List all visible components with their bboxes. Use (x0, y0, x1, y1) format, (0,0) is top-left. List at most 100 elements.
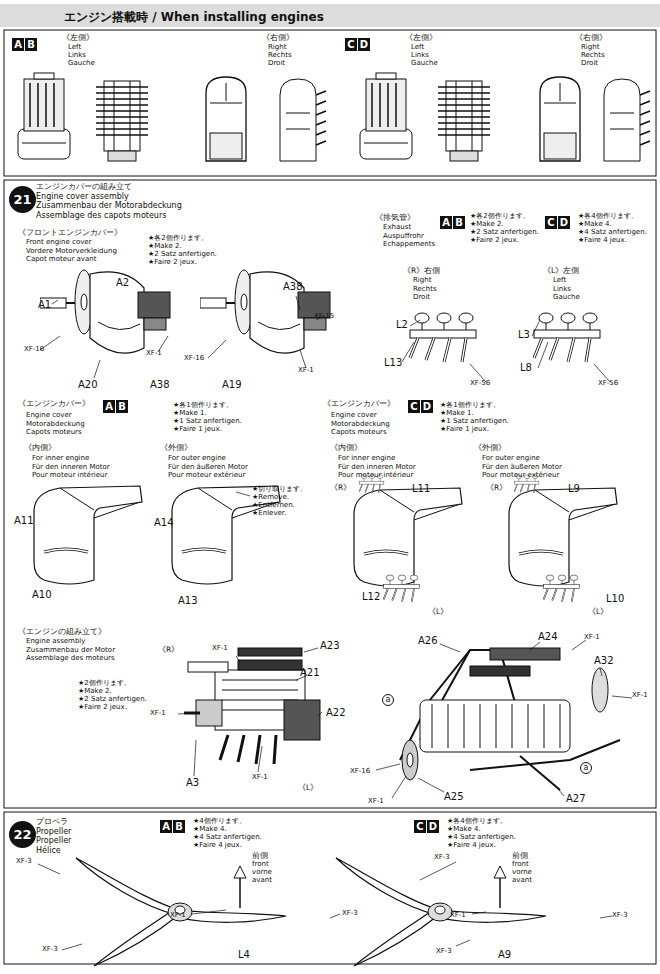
note-text: Right (268, 44, 286, 51)
note-text: front (252, 861, 269, 868)
note-text: Zusammenbau der Motor (26, 647, 115, 654)
note-text: 《エンジンカバー》 (323, 400, 395, 408)
note-text: XF-1 (632, 692, 648, 699)
step-heading: Assemblage des capots moteurs (36, 212, 166, 220)
note-text: ★4 Satz anfertigen. (193, 834, 262, 841)
note-text: ★Make 2. (78, 688, 112, 695)
note-text: ★Enlever. (252, 510, 286, 517)
note-text: XF-56 (470, 380, 490, 387)
version-badge: C (545, 216, 557, 229)
step-number: 22 (9, 821, 36, 848)
note-text: Auspuffrohr (383, 233, 424, 240)
note-text: 前側 (252, 852, 268, 860)
version-badge: D (427, 820, 439, 833)
version-badge: B (453, 216, 465, 229)
note-text: vorne (252, 869, 272, 876)
note-text: ★Faire 2 jeux. (78, 704, 127, 711)
note-text: XF-3 (434, 854, 450, 861)
version-badge: C (408, 400, 420, 413)
note-text: Rechts (413, 286, 437, 293)
note-text: 《R》 (158, 646, 179, 654)
reference-mark: a (382, 694, 394, 706)
note-text: For outer engine (168, 455, 226, 462)
note-text: Pour moteur extérieur (168, 472, 245, 479)
part-number: L12 (362, 592, 380, 603)
note-text: ★各1個作ります。 (173, 402, 233, 409)
part-number: L4 (238, 950, 250, 961)
note-text: ★2 Satz anfertigen. (470, 229, 539, 236)
part-number: A38 (150, 380, 170, 391)
note-text: Links (68, 52, 86, 59)
part-number: A10 (32, 590, 52, 601)
note-text: 前側 (512, 852, 528, 860)
part-number: A11 (14, 516, 34, 527)
note-text: ★Make 2. (148, 243, 182, 250)
note-text: ★Make 4. (578, 221, 612, 228)
note-text: ★各4個作ります。 (447, 818, 507, 825)
note-text: Droit (413, 294, 430, 301)
note-text: Capot moteur avant (26, 256, 96, 263)
note-text: XF-3 (436, 948, 452, 955)
note-text: 《エンジンの組み立て》 (18, 628, 106, 636)
step-text: 22 (13, 827, 31, 842)
note-text: 《L》 (428, 608, 448, 616)
note-text: Motorabdeckung (331, 421, 390, 428)
note-text: Front engine cover (26, 239, 92, 246)
step-heading: Hélice (36, 847, 61, 855)
part-number: L9 (568, 484, 580, 495)
note-text: 《フロントエンジンカバー》 (18, 229, 122, 237)
header-text: エンジン搭載時 / When installing engines (64, 10, 324, 24)
note-text: Capots moteurs (26, 429, 82, 436)
note-text: ★各2個作ります。 (470, 213, 530, 220)
note-text: Vordere Motorverkleidung (26, 248, 117, 255)
note-text: ★Faire 2 jeux. (470, 237, 519, 244)
note-text: XF-16 (24, 346, 44, 353)
version-badge: B (25, 38, 37, 51)
note-text: ★Make 4. (193, 826, 227, 833)
note-text: XF-1 (298, 367, 314, 374)
note-text: Rechts (268, 52, 292, 59)
note-text: Rechts (581, 52, 605, 59)
note-text: 《L》 (298, 784, 318, 792)
step-heading: プロペラ (36, 818, 68, 826)
note-text: XF-1 (450, 912, 466, 919)
step-heading: Zusammenbau der Motorabdeckung (36, 202, 182, 210)
note-text: XF-1 (252, 774, 268, 781)
note-text: 《右側》 (262, 34, 294, 42)
note-text: ★4 Satz anfertigen. (578, 229, 647, 236)
note-text: Gauche (68, 60, 95, 67)
note-text: 《R》 (330, 484, 351, 492)
note-text: XF-56 (598, 380, 618, 387)
note-text: Für den äußeren Motor (482, 464, 562, 471)
version-badge: B (116, 400, 128, 413)
note-text: For inner engine (32, 455, 89, 462)
note-text: Engine cover (331, 412, 377, 419)
note-text: XF-15 (314, 313, 334, 320)
note-text: vorne (512, 869, 532, 876)
note-text: Pour moteur intérieur (32, 472, 107, 479)
note-text: 《内側》 (330, 444, 362, 452)
note-text: avant (512, 877, 532, 884)
note-text: Right (581, 44, 599, 51)
version-badge: C (345, 38, 357, 51)
note-text: For inner engine (338, 455, 395, 462)
note-text: ★Faire 4 jeux. (578, 237, 627, 244)
note-text: avant (252, 877, 272, 884)
step-heading: Engine cover assembly (36, 193, 129, 201)
part-number: A20 (78, 380, 98, 391)
note-text: Right (413, 277, 431, 284)
part-number: A3 (186, 778, 199, 789)
version-badge: D (558, 216, 570, 229)
note-text: ★Faire 4 jeux. (447, 842, 496, 849)
note-text: 《R》右側 (403, 267, 440, 275)
note-text: Gauche (411, 60, 438, 67)
note-text: XF-3 (342, 910, 358, 917)
note-text: XF-3 (612, 912, 628, 919)
note-text: Engine assembly (26, 638, 85, 645)
note-text: ★2 Satz anfertigen. (78, 696, 147, 703)
note-text: Droit (268, 60, 285, 67)
part-number: A1 (38, 300, 51, 311)
note-text: ★各2個作ります。 (148, 235, 208, 242)
note-text: XF-3 (42, 946, 58, 953)
note-text: Echappements (383, 241, 435, 248)
